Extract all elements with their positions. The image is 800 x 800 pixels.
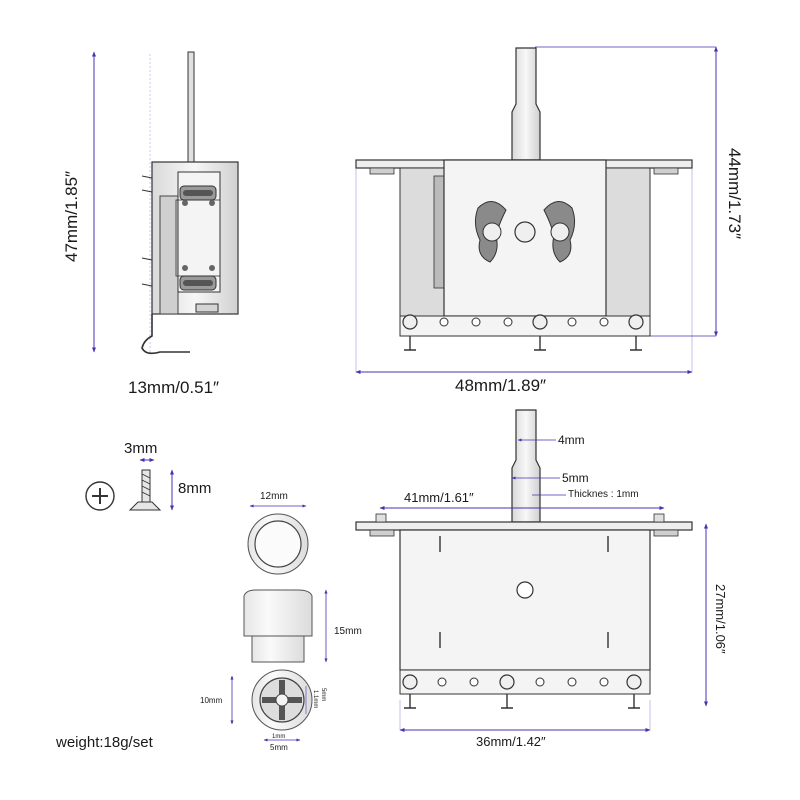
- knob-height-label: 15mm: [334, 626, 362, 637]
- lever-top-label: 4mm: [558, 433, 585, 447]
- knob-drawing: [230, 504, 328, 742]
- screw-length-label: 8mm: [178, 480, 212, 497]
- side-width-label: 13mm/0.51″: [128, 378, 220, 397]
- side-view: [92, 51, 239, 355]
- screw-head-label: 3mm: [124, 440, 158, 457]
- knob-hole-inner-label: 1.1mm: [312, 690, 318, 709]
- plate-width-label: 36mm/1.42″: [476, 734, 546, 749]
- plate-span-label: 41mm/1.61″: [404, 490, 474, 505]
- screw-drawing: [85, 458, 174, 511]
- plate-height-label: 27mm/1.06″: [713, 584, 728, 654]
- front-view: [355, 46, 718, 374]
- weight-label: weight:18g/set: [56, 734, 153, 751]
- knob-hole-height-label: 5mm: [320, 688, 326, 702]
- knob-slot-label: 1mm: [272, 734, 286, 740]
- front-width-label: 48mm/1.89″: [455, 376, 547, 395]
- lever-mid-label: 5mm: [562, 471, 589, 485]
- front-height-label: 44mm/1.73″: [725, 148, 744, 240]
- knob-diameter-label: 12mm: [260, 491, 288, 502]
- thickness-label: Thicknes : 1mm: [568, 489, 639, 500]
- knob-slot-width-label: 5mm: [270, 743, 288, 752]
- side-height-label: 47mm/1.85″: [62, 170, 81, 262]
- knob-base-label: 10mm: [200, 696, 223, 705]
- plate-view: [355, 409, 708, 732]
